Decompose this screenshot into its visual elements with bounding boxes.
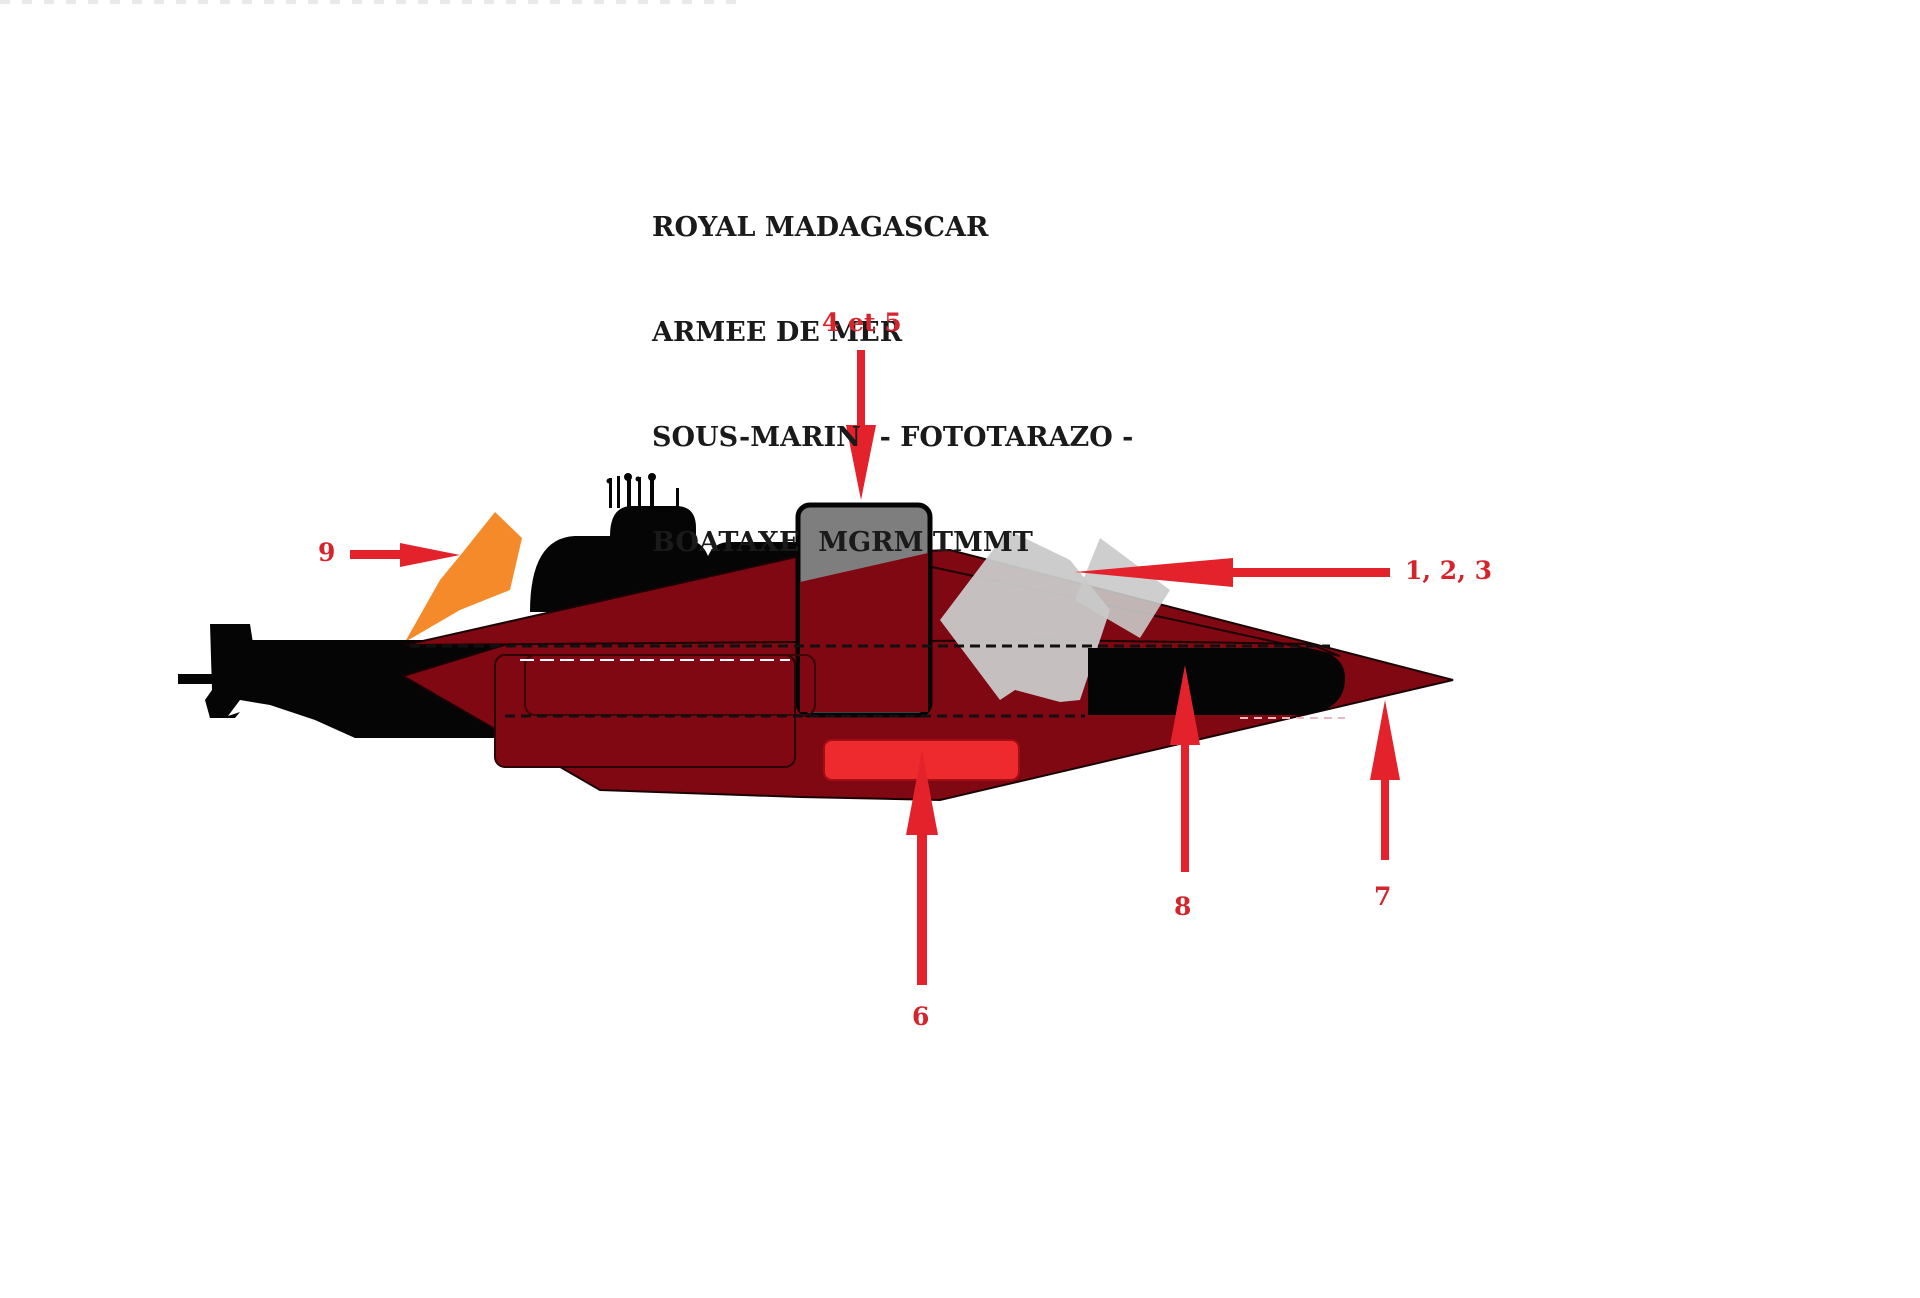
title-line-1: ROYAL MADAGASCAR [652,212,989,243]
orange-fin [405,512,522,642]
arrow-7 [1370,700,1400,860]
callout-label-4-5: 4 et 5 [822,308,902,337]
arrow-6 [906,750,938,985]
arrow-4-5 [846,350,876,500]
title-line-4: BOATAXE MGRM TMMT [652,527,1033,558]
diagram-title: ROYAL MADAGASCAR ARMEE DE MER SOUS-MARIN… [652,140,1133,595]
callout-label-7: 7 [1374,882,1392,911]
arrow-8 [1170,665,1200,872]
callout-label-6: 6 [912,1002,930,1031]
left-compartment [494,654,796,768]
arrow-1-2-3 [1075,558,1390,587]
title-line-2: ARMEE DE MER [652,317,903,348]
title-line-3: SOUS-MARIN - FOTOTARAZO - [652,422,1134,453]
arrow-9 [350,543,460,567]
top-dashed-border [0,0,740,4]
callout-label-9: 9 [318,538,336,567]
callout-label-1-2-3: 1, 2, 3 [1405,556,1492,585]
solar-panels [940,530,1170,702]
callout-label-8: 8 [1174,892,1192,921]
bow-capsule [1088,648,1345,715]
hatch-hull-overlay [800,553,928,712]
